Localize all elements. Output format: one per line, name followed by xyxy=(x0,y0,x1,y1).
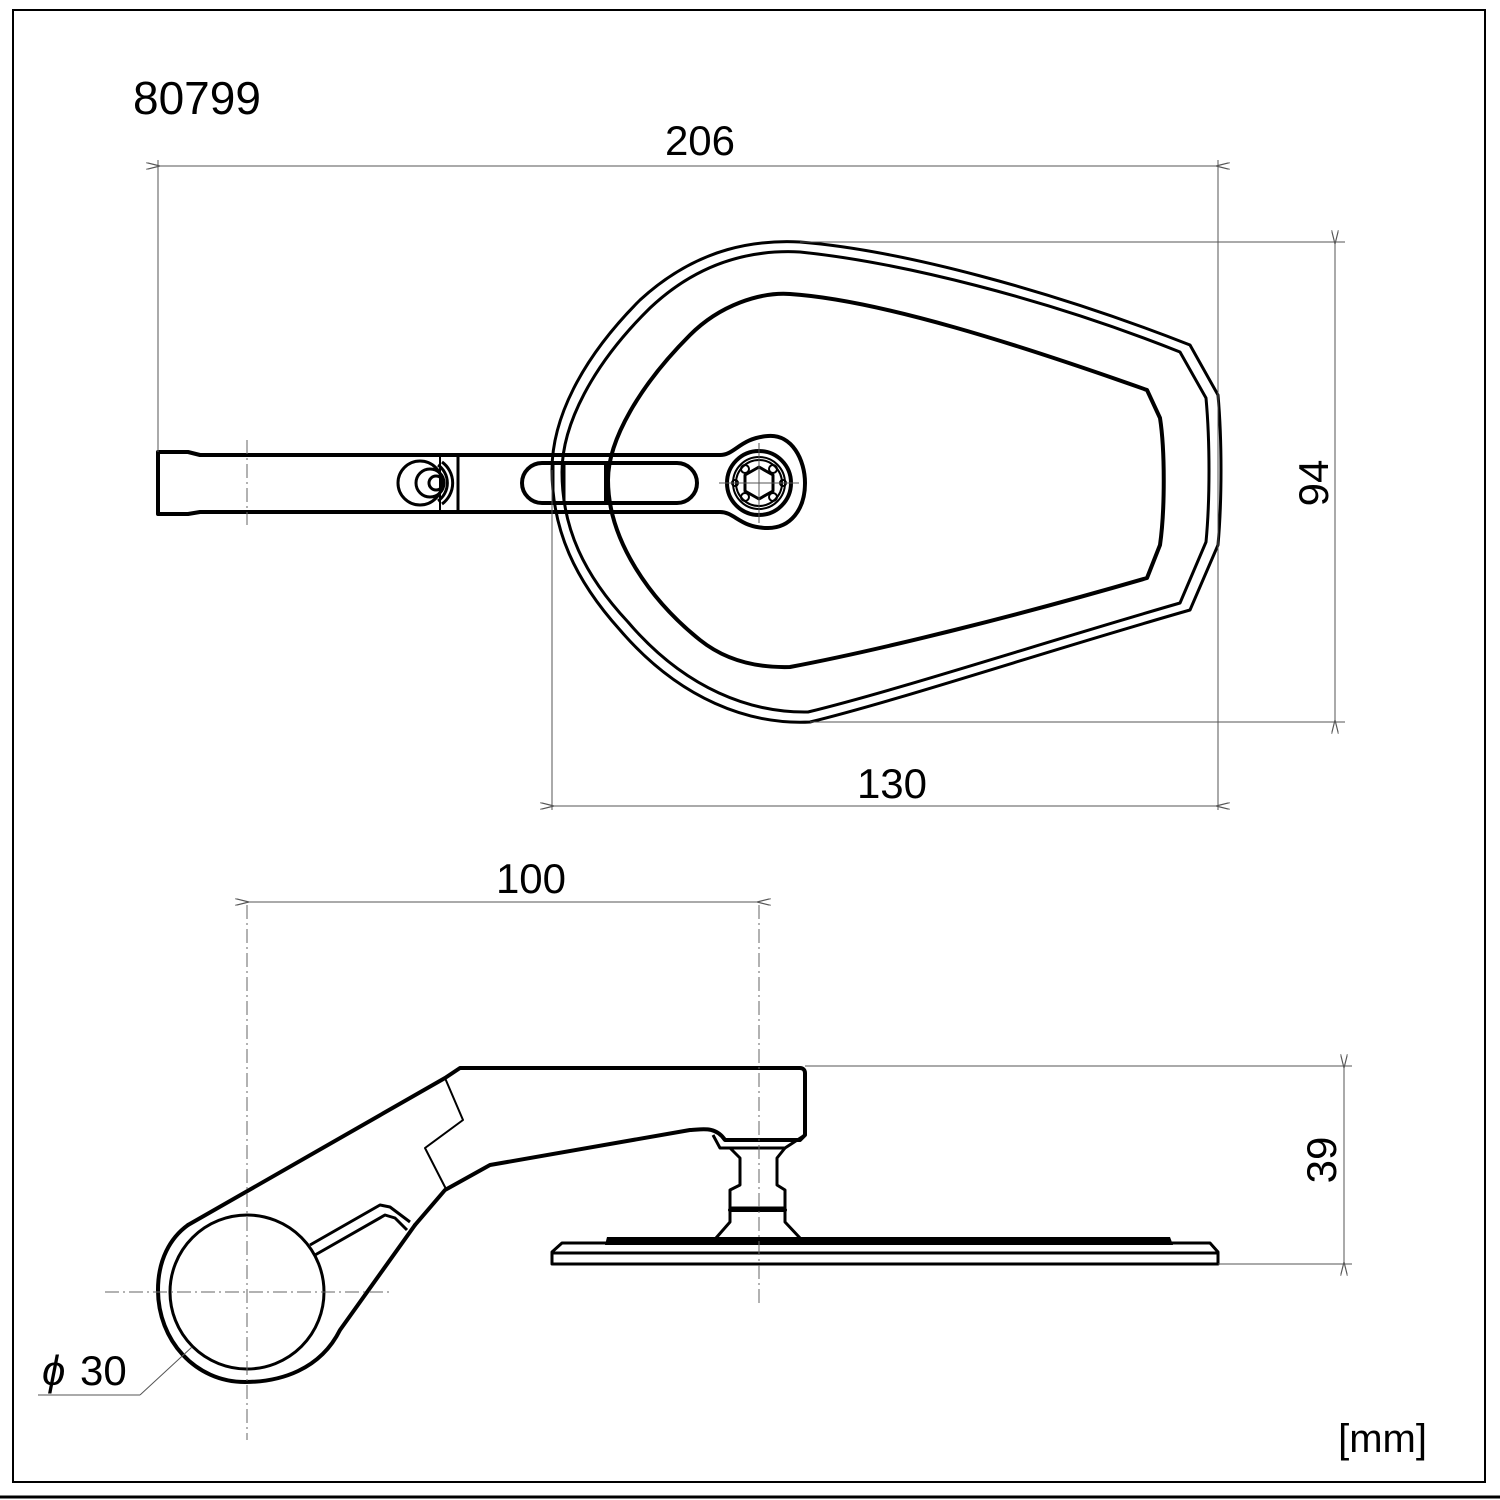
top-view: 206 94 130 xyxy=(158,117,1345,810)
dimension-label-head-height: 94 xyxy=(1290,460,1337,507)
dimension-label-clamp-diameter: 30 xyxy=(80,1347,127,1394)
mirror-plate-side xyxy=(550,1237,1220,1266)
dimension-130: 130 xyxy=(552,470,1216,810)
dimension-39: 39 xyxy=(805,1066,1352,1264)
pivot-stem xyxy=(711,1133,806,1240)
torx-bolt-icon xyxy=(719,443,799,523)
ball-joint-icon xyxy=(396,459,455,507)
mirror-housing-inner xyxy=(560,250,1211,714)
dimension-label-head-width: 130 xyxy=(857,760,927,807)
diameter-symbol: ϕ xyxy=(42,1347,65,1394)
units-label: [mm] xyxy=(1338,1417,1427,1461)
dimension-100: 100 xyxy=(249,855,757,902)
arm-adjust-slot xyxy=(520,461,699,505)
mirror-arm xyxy=(156,433,807,530)
arm-step-notch xyxy=(424,1077,464,1190)
dimension-94: 94 xyxy=(800,242,1345,722)
clamp-outer xyxy=(156,1223,417,1384)
clamp-slit xyxy=(309,1203,411,1257)
mirror-housing-outer xyxy=(550,240,1223,724)
dimension-label-overall-length: 206 xyxy=(665,117,735,164)
mirror-glass xyxy=(606,291,1166,670)
clamp-arm-body xyxy=(186,1066,807,1227)
part-number: 80799 xyxy=(133,72,261,124)
dimension-206: 206 xyxy=(158,117,1218,810)
dimension-label-clamp-to-pivot: 100 xyxy=(496,855,566,902)
dimension-diameter-30: ϕ 30 xyxy=(38,1346,193,1396)
drawing-frame xyxy=(12,9,1486,1483)
dimension-label-height: 39 xyxy=(1298,1137,1345,1184)
side-view: 100 39 ϕ 30 xyxy=(38,855,1352,1440)
